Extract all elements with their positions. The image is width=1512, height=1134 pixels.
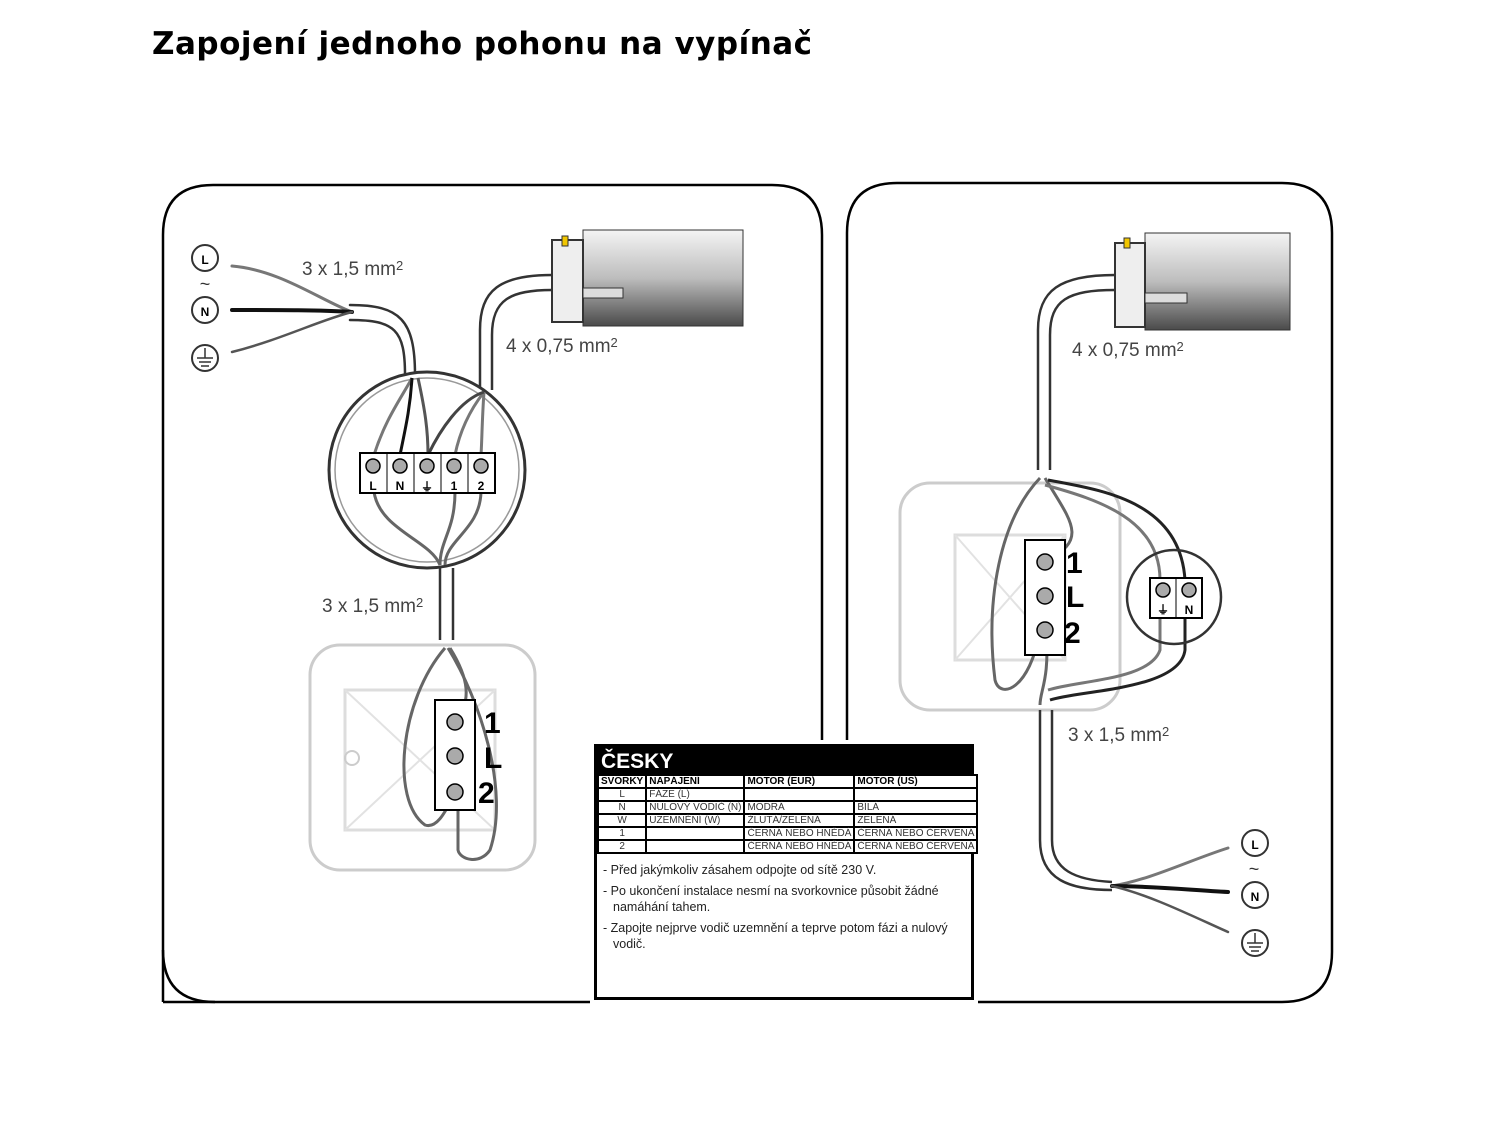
note: - Před jakýmkoliv zásahem odpojte od sít… [603, 863, 877, 877]
note: - Zapojte nejprve vodič uzemnění a teprv… [603, 921, 948, 951]
svg-text:L: L [369, 479, 376, 493]
svg-text:2: 2 [478, 777, 495, 810]
ground-symbol-icon [1241, 929, 1269, 957]
svg-text:L: L [201, 253, 208, 267]
wall-switch: 1 L 2 [308, 643, 537, 872]
svg-text:1: 1 [1066, 547, 1083, 580]
ground-symbol-icon [191, 344, 219, 372]
phase-symbol-icon: L [191, 244, 219, 272]
motor-cable-label: 4 x 0,75 mm [1072, 340, 1177, 361]
svg-text:N: N [1185, 603, 1194, 617]
svg-text:3 x 1,5 mm2: 3 x 1,5 mm2 [1068, 724, 1169, 746]
junction-terminals: L N ⏚ 1 2 [365, 453, 489, 494]
instruction-table-box: ČESKY SVORKY NAPÁJENÍ MOTOR (EUR) MOTOR … [594, 744, 979, 1000]
supply-cable-label: 3 x 1,5 mm [302, 259, 396, 280]
ac-symbol-icon: ~ [200, 274, 211, 294]
safety-notes: - Před jakýmkoliv zásahem odpojte od sít… [597, 854, 971, 952]
wall-switch: 1 L 2 [898, 476, 1187, 712]
svg-text:N: N [396, 479, 405, 493]
motor-cable-label: 4 x 0,75 mm [506, 336, 611, 357]
supply-wires [1110, 846, 1230, 934]
svg-text:L: L [1251, 838, 1258, 852]
svg-text:L: L [484, 742, 502, 775]
svg-text:3 x 1,5 mm2: 3 x 1,5 mm2 [322, 595, 423, 617]
switch-cable [438, 568, 455, 640]
neutral-symbol-icon: N [1241, 881, 1269, 909]
svg-text:N: N [201, 305, 210, 319]
note: - Po ukončení instalace nesmí na svorkov… [603, 884, 939, 914]
supply-wires [230, 264, 417, 377]
motor-cable [478, 273, 553, 390]
svg-text:1: 1 [484, 707, 501, 740]
svg-text:2: 2 [478, 479, 485, 493]
motor-tube [551, 229, 744, 327]
terminal-table: SVORKY NAPÁJENÍ MOTOR (EUR) MOTOR (US) L… [596, 774, 979, 854]
table-heading: ČESKY [597, 747, 971, 774]
supply-cable [1038, 710, 1113, 892]
svg-text:⏚: ⏚ [421, 480, 433, 494]
page-title: Zapojení jednoho pohonu na vypínač [152, 26, 813, 62]
svg-text:4 x 0,75 mm2: 4 x 0,75 mm2 [506, 335, 618, 357]
motor-cable [1036, 273, 1116, 470]
supply-cable-label: 3 x 1,5 mm [1068, 725, 1162, 746]
svg-text:N: N [1251, 890, 1260, 904]
svg-text:L: L [1066, 581, 1084, 614]
table-header-row: SVORKY NAPÁJENÍ MOTOR (EUR) MOTOR (US) [596, 774, 979, 789]
switch-cable-label: 3 x 1,5 mm [322, 596, 416, 617]
right-panel: 4 x 0,75 mm2 1 L 2 ⏚ N [845, 181, 1334, 1004]
svg-text:2: 2 [1064, 617, 1081, 650]
ac-symbol-icon: ~ [1249, 859, 1260, 879]
left-panel: L ~ N 3 x 1,5 mm2 4 x 0,75 mm2 [161, 183, 824, 1004]
svg-text:⏚: ⏚ [1157, 603, 1169, 617]
svg-text:1: 1 [451, 479, 458, 493]
svg-text:4 x 0,75 mm2: 4 x 0,75 mm2 [1072, 339, 1184, 361]
svg-text:3 x 1,5 mm2: 3 x 1,5 mm2 [302, 258, 403, 280]
connector-box: ⏚ N [1125, 548, 1223, 646]
motor-tube [1114, 232, 1291, 331]
junction-box: L N ⏚ 1 2 [327, 370, 527, 570]
neutral-symbol-icon: N [191, 296, 219, 324]
phase-symbol-icon: L [1241, 829, 1269, 857]
